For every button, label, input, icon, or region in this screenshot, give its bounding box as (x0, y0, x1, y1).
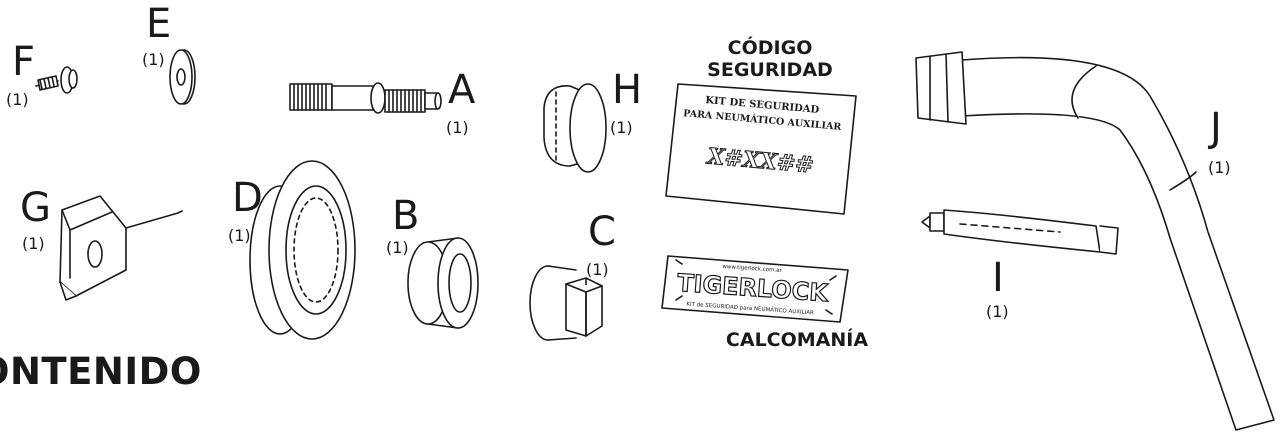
part-d-sleeve (249, 160, 356, 340)
label-qty-d: (1) (228, 226, 251, 245)
page-title: ONTENIDO (0, 350, 202, 393)
part-j-handle (915, 51, 1275, 431)
part-a-stud (289, 82, 442, 114)
label-qty-f: (1) (6, 90, 29, 109)
label-qty-a: (1) (446, 118, 469, 137)
part-b-bushing (407, 237, 479, 329)
label-letter-a: A (448, 67, 476, 113)
decal-url: www.tigerlock.com.ar (722, 264, 783, 274)
label-letter-b: B (392, 193, 420, 239)
label-qty-e: (1) (142, 50, 165, 69)
label-qty-h: (1) (610, 118, 633, 137)
label-letter-e: E (146, 1, 172, 47)
security-code-label: CÓDIGO SEGURIDAD (700, 37, 840, 82)
security-code-label-line1: CÓDIGO (727, 37, 813, 59)
label-letter-f: F (12, 39, 36, 85)
label-qty-b: (1) (386, 238, 409, 257)
label-qty-c: (1) (586, 260, 609, 279)
label-letter-d: D (232, 175, 263, 221)
label-letter-h: H (612, 67, 643, 113)
label-letter-j: J (1210, 105, 1222, 151)
part-g-bracket (59, 195, 183, 301)
label-letter-i: I (992, 255, 1004, 301)
decal-label: CALCOMANÍA (725, 329, 869, 351)
label-qty-g: (1) (22, 234, 45, 253)
part-h-cap (543, 83, 607, 173)
label-qty-j: (1) (1208, 158, 1231, 177)
security-code-label-line2: SEGURIDAD (707, 58, 833, 81)
security-card (665, 83, 857, 215)
label-letter-g: G (20, 185, 51, 231)
part-f-screw (35, 66, 78, 94)
part-c-locknut (529, 265, 603, 341)
label-qty-i: (1) (986, 302, 1009, 321)
part-e-washer (169, 49, 196, 105)
decal-plate (661, 255, 849, 323)
part-i-tube (921, 209, 1119, 255)
label-letter-c: C (588, 209, 616, 255)
